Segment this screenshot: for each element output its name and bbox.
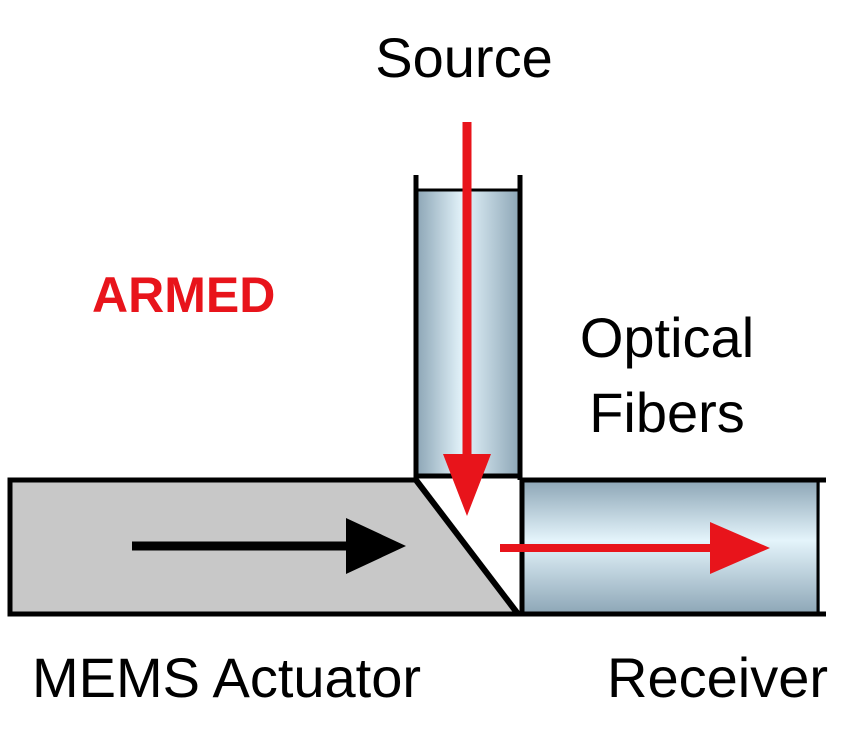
armed-status-label: ARMED <box>92 267 275 323</box>
optical-fibers-label-line1: Optical <box>580 306 754 369</box>
mems-mirror-face <box>413 478 521 616</box>
source-label: Source <box>375 26 552 89</box>
beam-in-arrow-icon <box>443 122 491 516</box>
receiver-label: Receiver <box>607 646 828 709</box>
mems-actuator-label: MEMS Actuator <box>32 646 421 709</box>
beam-out-arrow-icon <box>500 522 770 574</box>
optical-fibers-label-line2: Fibers <box>589 381 745 444</box>
actuator-motion-arrow-icon <box>132 518 406 574</box>
